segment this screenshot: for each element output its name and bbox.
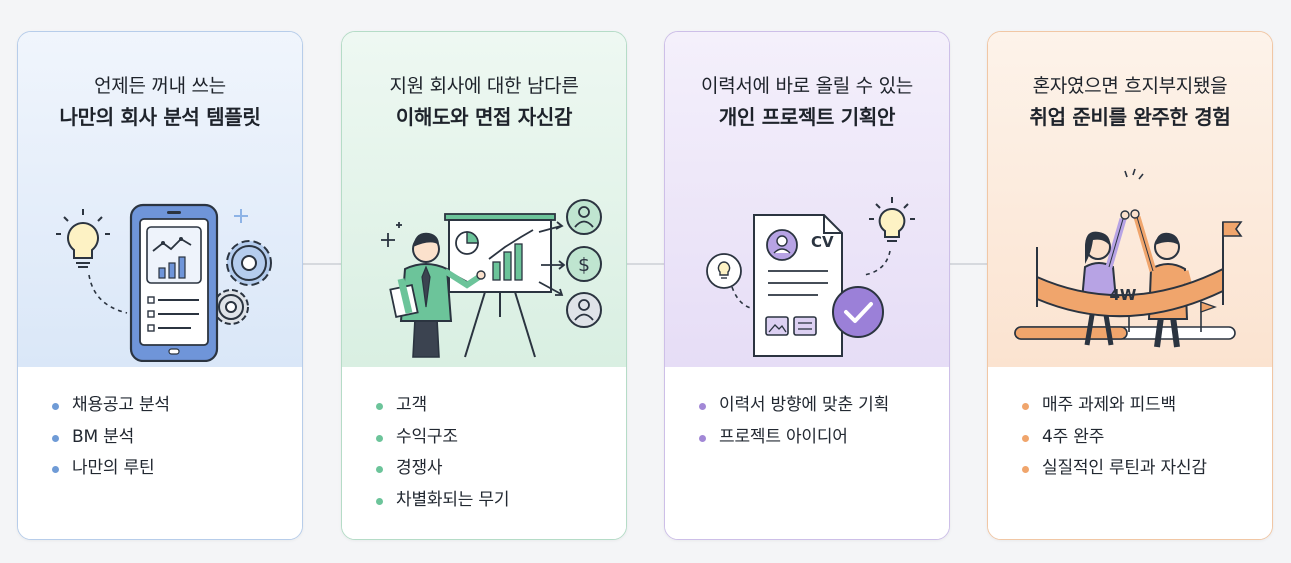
feature-list: 매주 과제와 피드백 4주 완주 실질적인 루틴과 자신감	[1022, 390, 1207, 485]
list-item: 수익구조	[376, 422, 509, 454]
bullet-dot-icon	[376, 403, 383, 410]
smartphone-icon	[129, 203, 219, 362]
card-company-analysis: 언제든 꺼내 쓰는 나만의 회사 분석 템플릿	[17, 31, 303, 540]
resume-illustration: CV	[706, 197, 915, 357]
list-item: 고객	[376, 390, 509, 422]
finish-ribbon: 4W	[1036, 267, 1224, 318]
card-heading: 지원 회사에 대한 남다른 이해도와 면접 자신감	[342, 72, 626, 132]
card-project-plan: 이력서에 바로 올릴 수 있는 개인 프로젝트 기획안	[664, 31, 950, 540]
list-item: 채용공고 분석	[52, 390, 170, 422]
sparkle-icon	[234, 209, 248, 223]
presentation-board-icon	[444, 213, 556, 358]
bullet-dot-icon	[52, 403, 59, 410]
lightbulb-icon	[56, 209, 110, 268]
dollar-icon: $	[566, 246, 602, 282]
list-item-label: 4주 완주	[1042, 426, 1105, 447]
card-heading: 혼자였으면 흐지부지됐을 취업 준비를 완주한 경험	[988, 72, 1272, 132]
list-item: 경쟁사	[376, 453, 509, 485]
card-heading-line2: 개인 프로젝트 기획안	[718, 105, 896, 129]
feature-list: 이력서 방향에 맞춘 기획 프로젝트 아이디어	[699, 390, 889, 453]
card-heading-line2: 이해도와 면접 자신감	[395, 105, 573, 129]
card-header-area: 지원 회사에 대한 남다른 이해도와 면접 자신감	[342, 32, 626, 367]
card-completion-experience: 혼자였으면 흐지부지됐을 취업 준비를 완주한 경험	[987, 31, 1273, 540]
card-header-area: 이력서에 바로 올릴 수 있는 개인 프로젝트 기획안	[665, 32, 949, 367]
list-item: 나만의 루틴	[52, 453, 170, 485]
list-item: 프로젝트 아이디어	[699, 422, 889, 454]
connector-1-2	[303, 263, 341, 265]
bullet-dot-icon	[376, 466, 383, 473]
list-item: 이력서 방향에 맞춘 기획	[699, 390, 889, 422]
resume-document-icon: CV	[753, 214, 843, 357]
milestone-flag-icon	[1200, 301, 1217, 332]
card-heading-line2: 나만의 회사 분석 템플릿	[59, 105, 261, 129]
sparkle-icon	[381, 222, 402, 247]
card-heading-line1: 언제든 꺼내 쓰는	[94, 75, 226, 97]
woman-high-five-icon	[1079, 210, 1130, 346]
bullet-dot-icon	[699, 434, 706, 442]
list-item-label: BM 분석	[72, 426, 135, 447]
feature-list: 채용공고 분석 BM 분석 나만의 루틴	[52, 390, 170, 485]
list-item-label: 차별화되는 무기	[396, 489, 510, 510]
list-item-label: 채용공고 분석	[72, 395, 170, 415]
list-item-label: 이력서 방향에 맞춘 기획	[719, 395, 890, 415]
card-list-area: 이력서 방향에 맞춘 기획 프로젝트 아이디어	[665, 367, 949, 539]
bullet-dot-icon	[1022, 434, 1029, 442]
connector-2-3	[627, 263, 664, 265]
list-item: 4주 완주	[1022, 422, 1207, 454]
list-item-label: 나만의 루틴	[72, 458, 155, 478]
resume-cv-label: CV	[811, 233, 834, 251]
card-list-area: 채용공고 분석 BM 분석 나만의 루틴	[18, 367, 302, 539]
phone-analytics-illustration	[56, 203, 272, 362]
connector-3-4	[950, 263, 987, 265]
feature-list: 고객 수익구조 경쟁사 차별화되는 무기	[376, 390, 509, 516]
card-list-area: 매주 과제와 피드백 4주 완주 실질적인 루틴과 자신감	[988, 367, 1272, 539]
list-item: 차별화되는 무기	[376, 485, 509, 517]
list-item-label: 경쟁사	[396, 458, 443, 478]
bullet-dot-icon	[376, 497, 383, 505]
card-list-area: 고객 수익구조 경쟁사 차별화되는 무기	[342, 367, 626, 539]
goal-flag-icon	[1222, 221, 1243, 305]
list-item-label: 프로젝트 아이디어	[719, 426, 848, 447]
list-item: BM 분석	[52, 422, 170, 454]
card-header-area: 언제든 꺼내 쓰는 나만의 회사 분석 템플릿	[18, 32, 302, 367]
list-item-label: 고객	[396, 395, 427, 415]
check-badge-icon	[832, 286, 884, 338]
list-item-label: 매주 과제와 피드백	[1042, 395, 1176, 415]
bullet-dot-icon	[1022, 403, 1029, 410]
gear-small-icon	[213, 289, 249, 325]
card-heading-line1: 이력서에 바로 올릴 수 있는	[701, 75, 913, 97]
card-heading-line1: 혼자였으면 흐지부지됐을	[1032, 75, 1228, 97]
card-heading-line1: 지원 회사에 대한 남다른	[389, 75, 579, 97]
card-heading: 이력서에 바로 올릴 수 있는 개인 프로젝트 기획안	[665, 72, 949, 132]
bullet-dot-icon	[52, 466, 59, 473]
card-heading-line2: 취업 준비를 완주한 경험	[1029, 105, 1231, 129]
list-item: 매주 과제와 피드백	[1022, 390, 1207, 422]
gear-icon	[226, 240, 272, 286]
bullet-dot-icon	[376, 434, 383, 442]
competitor-icon	[566, 292, 602, 328]
presenter-illustration: $	[381, 199, 602, 358]
svg-text:$: $	[578, 254, 590, 276]
card-interview-confidence: 지원 회사에 대한 남다른 이해도와 면접 자신감	[341, 31, 627, 540]
card-heading: 언제든 꺼내 쓰는 나만의 회사 분석 템플릿	[18, 72, 302, 132]
list-item-label: 수익구조	[396, 426, 458, 447]
list-item-label: 실질적인 루틴과 자신감	[1042, 458, 1207, 478]
idea-bubble-icon	[706, 253, 742, 289]
list-item: 실질적인 루틴과 자신감	[1022, 453, 1207, 485]
finish-line-illustration: 4W	[1014, 168, 1243, 348]
ribbon-label: 4W	[1110, 286, 1137, 304]
presenter-person-icon	[389, 232, 486, 358]
card-header-area: 혼자였으면 흐지부지됐을 취업 준비를 완주한 경험	[988, 32, 1272, 367]
lightbulb-icon	[869, 197, 915, 242]
progress-bar	[1014, 326, 1236, 340]
bullet-dot-icon	[1022, 466, 1029, 473]
bullet-dot-icon	[699, 403, 706, 410]
customer-icon	[566, 199, 602, 235]
bullet-dot-icon	[52, 434, 59, 442]
